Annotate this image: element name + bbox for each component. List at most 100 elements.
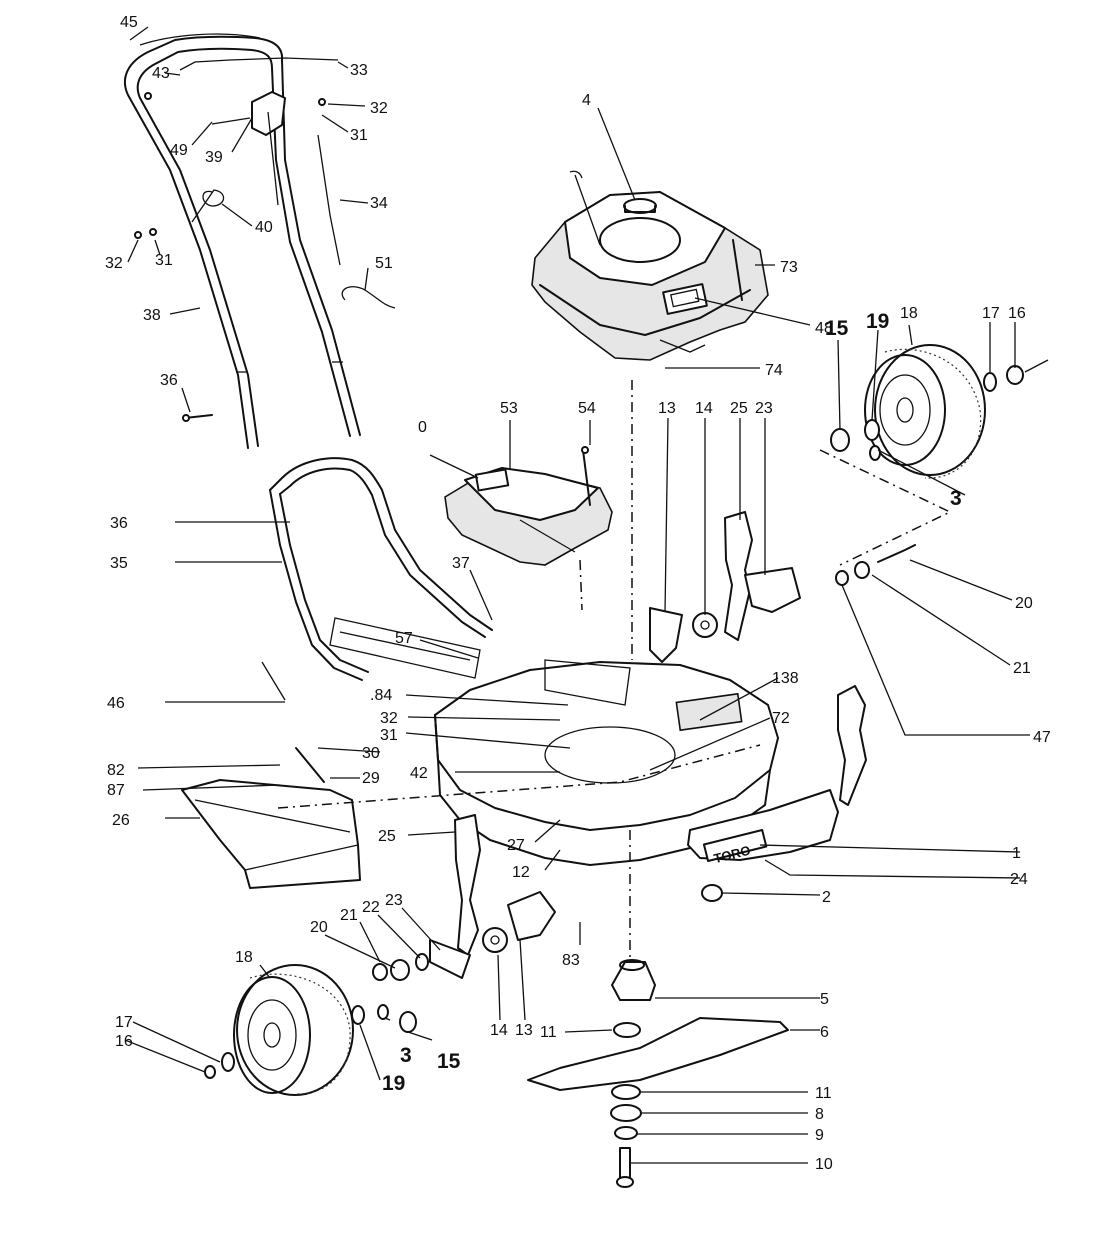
callout-16: 16 — [115, 1033, 133, 1050]
callout-74: 74 — [765, 362, 783, 379]
callout-27: 27 — [507, 837, 525, 854]
callout-31: 31 — [380, 727, 398, 744]
callout-18: 18 — [235, 949, 253, 966]
callout-46: 46 — [107, 695, 125, 712]
callout-12: 12 — [512, 864, 530, 881]
callout-30: 30 — [362, 745, 380, 762]
callout-16: 16 — [1008, 305, 1026, 322]
callout-14: 14 — [490, 1022, 508, 1039]
callout-20: 20 — [310, 919, 328, 936]
callout-84: .84 — [370, 687, 392, 704]
callout-4: 4 — [582, 92, 591, 109]
callout-83: 83 — [562, 952, 580, 969]
deflector-rod — [261, 661, 325, 783]
callout-32: 32 — [370, 100, 388, 117]
callout-34: 34 — [370, 195, 388, 212]
callout-0: 0 — [418, 419, 427, 436]
callout-2: 2 — [822, 889, 831, 906]
callout-82: 82 — [107, 762, 125, 779]
callout-51: 51 — [375, 255, 393, 272]
callout-39: 39 — [205, 149, 223, 166]
callout-labels: 45 43 33 32 31 49 39 34 40 32 31 51 38 3… — [105, 14, 1051, 1173]
callout-72: 72 — [772, 710, 790, 727]
cable-clip — [191, 189, 225, 223]
callout-19: 19 — [382, 1072, 405, 1095]
callout-48: 48 — [815, 320, 833, 337]
callout-11: 11 — [815, 1085, 832, 1102]
blade — [527, 1017, 789, 1091]
callout-32: 32 — [380, 710, 398, 727]
callout-23: 23 — [755, 400, 773, 417]
mower-deck — [329, 617, 779, 866]
small-fasteners — [134, 92, 326, 239]
callout-8: 8 — [815, 1106, 824, 1123]
engine — [531, 170, 769, 361]
callout-22: 22 — [362, 899, 380, 916]
callout-21: 21 — [1013, 660, 1031, 677]
bumper-bracket — [837, 685, 867, 806]
callout-1: 1 — [1012, 845, 1021, 862]
callout-11: 11 — [540, 1024, 557, 1041]
callout-24: 24 — [1010, 871, 1028, 888]
height-adjuster-front — [429, 814, 481, 979]
callout-19: 19 — [866, 310, 889, 333]
callout-17: 17 — [115, 1014, 133, 1031]
callout-36: 36 — [160, 372, 178, 389]
callout-43: 43 — [152, 65, 170, 82]
callout-32: 32 — [105, 255, 123, 272]
callout-38: 38 — [143, 307, 161, 324]
height-adjuster-rear — [724, 511, 801, 641]
callout-42: 42 — [410, 765, 428, 782]
callout-9: 9 — [815, 1127, 824, 1144]
blade-adapter — [611, 959, 656, 1001]
blade-bolt — [616, 1147, 634, 1188]
callout-36: 36 — [110, 515, 128, 532]
callout-13: 13 — [515, 1022, 533, 1039]
callout-49: 49 — [170, 142, 188, 159]
callout-20: 20 — [1015, 595, 1033, 612]
control-bracket — [211, 91, 286, 206]
engine-cover — [444, 446, 613, 566]
callout-40: 40 — [255, 219, 273, 236]
handle-bolt — [182, 414, 213, 422]
assembly-centerlines — [277, 380, 952, 960]
callout-35: 35 — [110, 555, 128, 572]
grass-deflector — [181, 779, 361, 889]
lower-handle — [269, 457, 493, 681]
callout-53: 53 — [500, 400, 518, 417]
callout-31: 31 — [155, 252, 173, 269]
callout-17: 17 — [982, 305, 1000, 322]
leader-lines — [124, 26, 1030, 1164]
callout-29: 29 — [362, 770, 380, 787]
callout-3: 3 — [400, 1044, 412, 1067]
callout-73: 73 — [780, 259, 798, 276]
callout-15: 15 — [825, 317, 849, 340]
callout-6: 6 — [820, 1024, 829, 1041]
front-wheel — [233, 964, 354, 1096]
callout-87: 87 — [107, 782, 125, 799]
callout-33: 33 — [350, 62, 368, 79]
blade-washers — [610, 1022, 642, 1140]
callout-3: 3 — [950, 487, 962, 510]
callout-13: 13 — [658, 400, 676, 417]
callout-25: 25 — [378, 828, 396, 845]
callout-23: 23 — [385, 892, 403, 909]
callout-14: 14 — [695, 400, 713, 417]
rear-wheel — [864, 344, 986, 479]
callout-18: 18 — [900, 305, 918, 322]
callout-26: 26 — [112, 812, 130, 829]
callout-10: 10 — [815, 1156, 833, 1173]
callout-45: 45 — [120, 14, 138, 31]
callout-138: 138 — [772, 670, 799, 687]
control-cable — [139, 33, 339, 71]
upper-handle — [123, 35, 361, 449]
callout-37: 37 — [452, 555, 470, 572]
callout-54: 54 — [578, 400, 596, 417]
callout-21: 21 — [340, 907, 358, 924]
throttle-cable — [317, 134, 341, 266]
callout-31: 31 — [350, 127, 368, 144]
cable-tie — [341, 286, 396, 309]
callout-5: 5 — [820, 991, 829, 1008]
callout-47: 47 — [1033, 729, 1051, 746]
